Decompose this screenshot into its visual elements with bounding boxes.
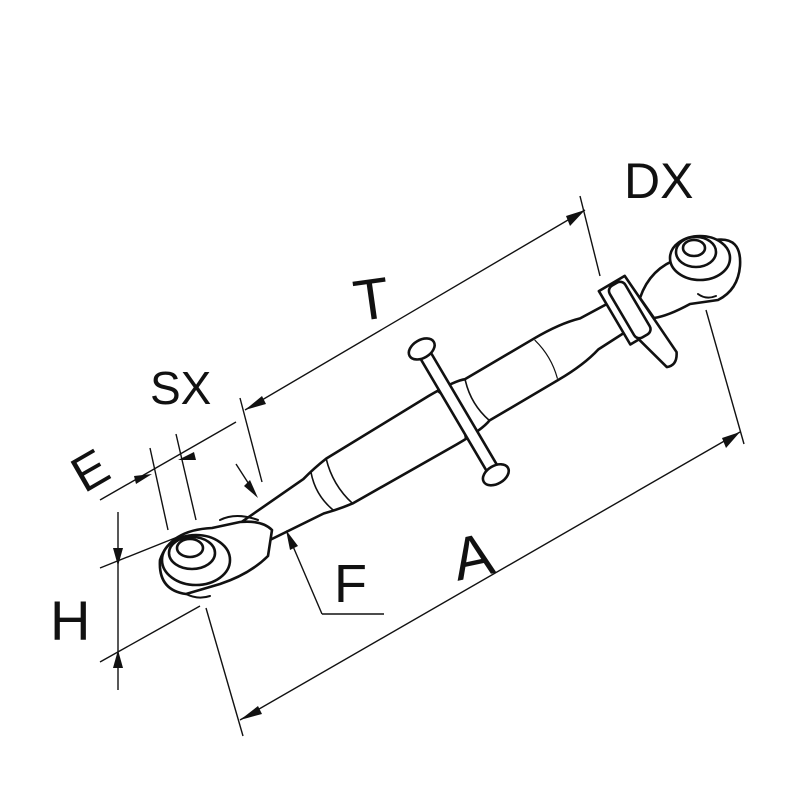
dimension-h	[99, 512, 201, 690]
top-link-rod	[204, 274, 678, 568]
label-t: T	[350, 265, 394, 334]
label-h: H	[50, 589, 90, 652]
ball-end-right	[638, 234, 742, 320]
dimension-e	[99, 421, 237, 531]
label-e: E	[62, 438, 119, 503]
dimension-t	[239, 195, 601, 483]
barrel	[236, 293, 642, 551]
dimension-a	[205, 309, 745, 737]
label-f: F	[334, 554, 367, 614]
ball-end-left	[158, 515, 274, 599]
label-dx: DX	[624, 153, 693, 209]
label-a: A	[446, 520, 499, 594]
label-sx: SX	[150, 362, 211, 414]
lock-washer	[597, 274, 678, 369]
dimension-f	[235, 463, 384, 615]
tommy-bar	[407, 337, 511, 487]
